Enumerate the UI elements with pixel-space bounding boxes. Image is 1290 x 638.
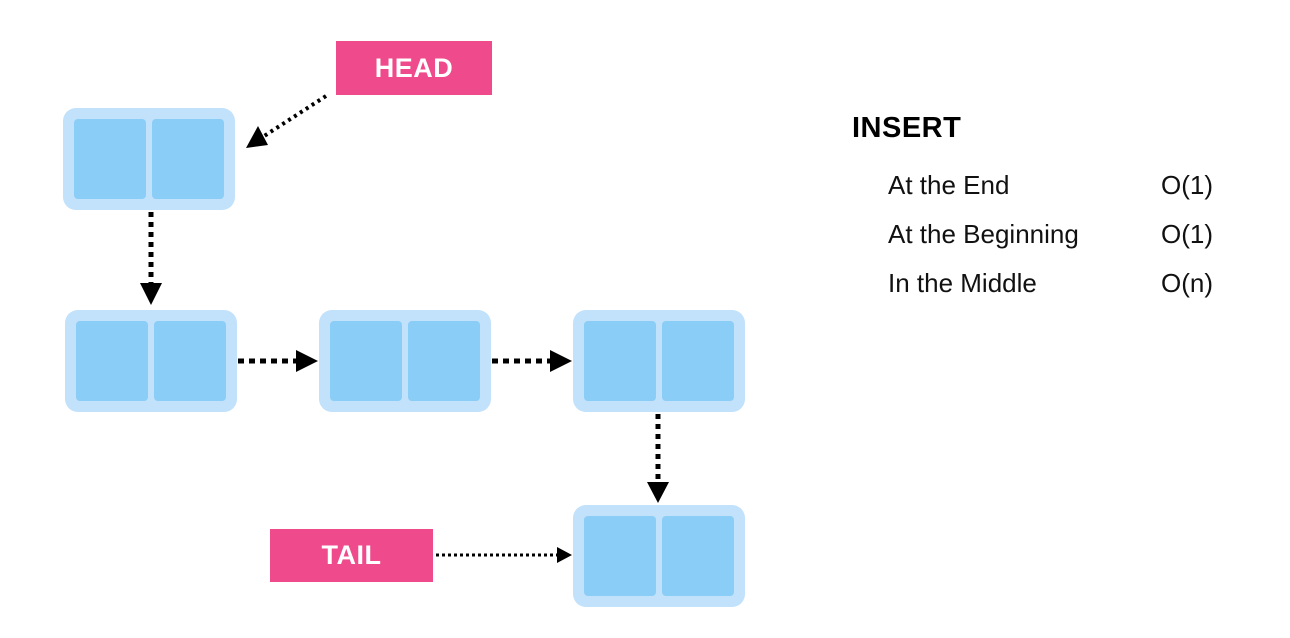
operation-name: In the Middle: [888, 268, 1037, 298]
list-node-1: [63, 108, 235, 210]
node-data-cell: [330, 321, 402, 401]
list-node-5: [573, 505, 745, 607]
node-data-cell: [74, 119, 146, 199]
list-node-2: [65, 310, 237, 412]
tail-arrow-tip: [557, 547, 572, 563]
operation-name: At the Beginning: [888, 219, 1079, 249]
arrow-node1-node2-tip: [140, 283, 162, 305]
head-label-text: HEAD: [374, 52, 454, 83]
arrow-node3-node4-tip: [550, 350, 572, 372]
panel-title: INSERT: [852, 112, 962, 144]
node-pointer-cell: [662, 321, 734, 401]
node-pointer-cell: [408, 321, 480, 401]
arrow-node2-node3-tip: [296, 350, 318, 372]
head-arrow: [256, 94, 328, 142]
node-pointer-cell: [154, 321, 226, 401]
node-pointer-cell: [152, 119, 224, 199]
operation-name: At the End: [888, 170, 1010, 200]
operation-complexity: O(1): [1161, 170, 1213, 200]
node-data-cell: [584, 321, 656, 401]
arrow-node4-node5-tip: [647, 482, 669, 503]
tail-label-text: TAIL: [321, 540, 382, 570]
head-arrow-tip: [246, 126, 268, 148]
node-data-cell: [76, 321, 148, 401]
node-data-cell: [584, 516, 656, 596]
list-node-4: [573, 310, 745, 412]
operation-complexity: O(n): [1161, 268, 1213, 298]
tail-label: TAIL: [270, 529, 433, 582]
head-label: HEAD: [336, 41, 492, 95]
node-pointer-cell: [662, 516, 734, 596]
operation-complexity: O(1): [1161, 219, 1213, 249]
list-node-3: [319, 310, 491, 412]
